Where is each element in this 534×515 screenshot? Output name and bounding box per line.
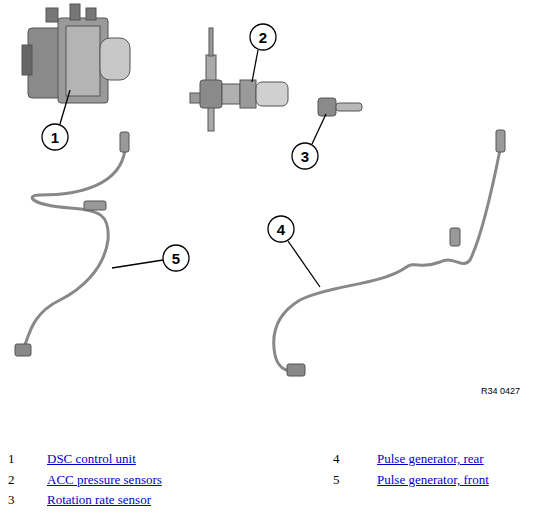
callout-number: 3 (301, 149, 309, 164)
callouts (42, 24, 326, 287)
part-name-link: Rotation rate sensor (47, 493, 151, 506)
dsc-unit-drawing (22, 4, 130, 103)
legend-number: 4 (333, 452, 340, 465)
part-name-link: DSC control unit (47, 452, 136, 465)
legend-number: 5 (333, 473, 340, 486)
callout-number: 5 (172, 251, 180, 266)
legend-number: 3 (8, 493, 15, 506)
figure-code: R34 0427 (481, 387, 520, 396)
part-name-link: Pulse generator, front (377, 473, 489, 486)
callout-number: 1 (51, 130, 59, 145)
front-pulse-generator-drawing (15, 132, 129, 356)
callout-number: 2 (259, 30, 267, 45)
legend-number: 1 (8, 452, 15, 465)
rotation-sensor-drawing (318, 98, 362, 116)
legend-number: 2 (8, 473, 15, 486)
rear-pulse-generator-drawing (274, 130, 505, 376)
callout-number: 4 (277, 222, 285, 237)
part-name-link: Pulse generator, rear (377, 452, 484, 465)
part-name-link: ACC pressure sensors (47, 473, 162, 486)
